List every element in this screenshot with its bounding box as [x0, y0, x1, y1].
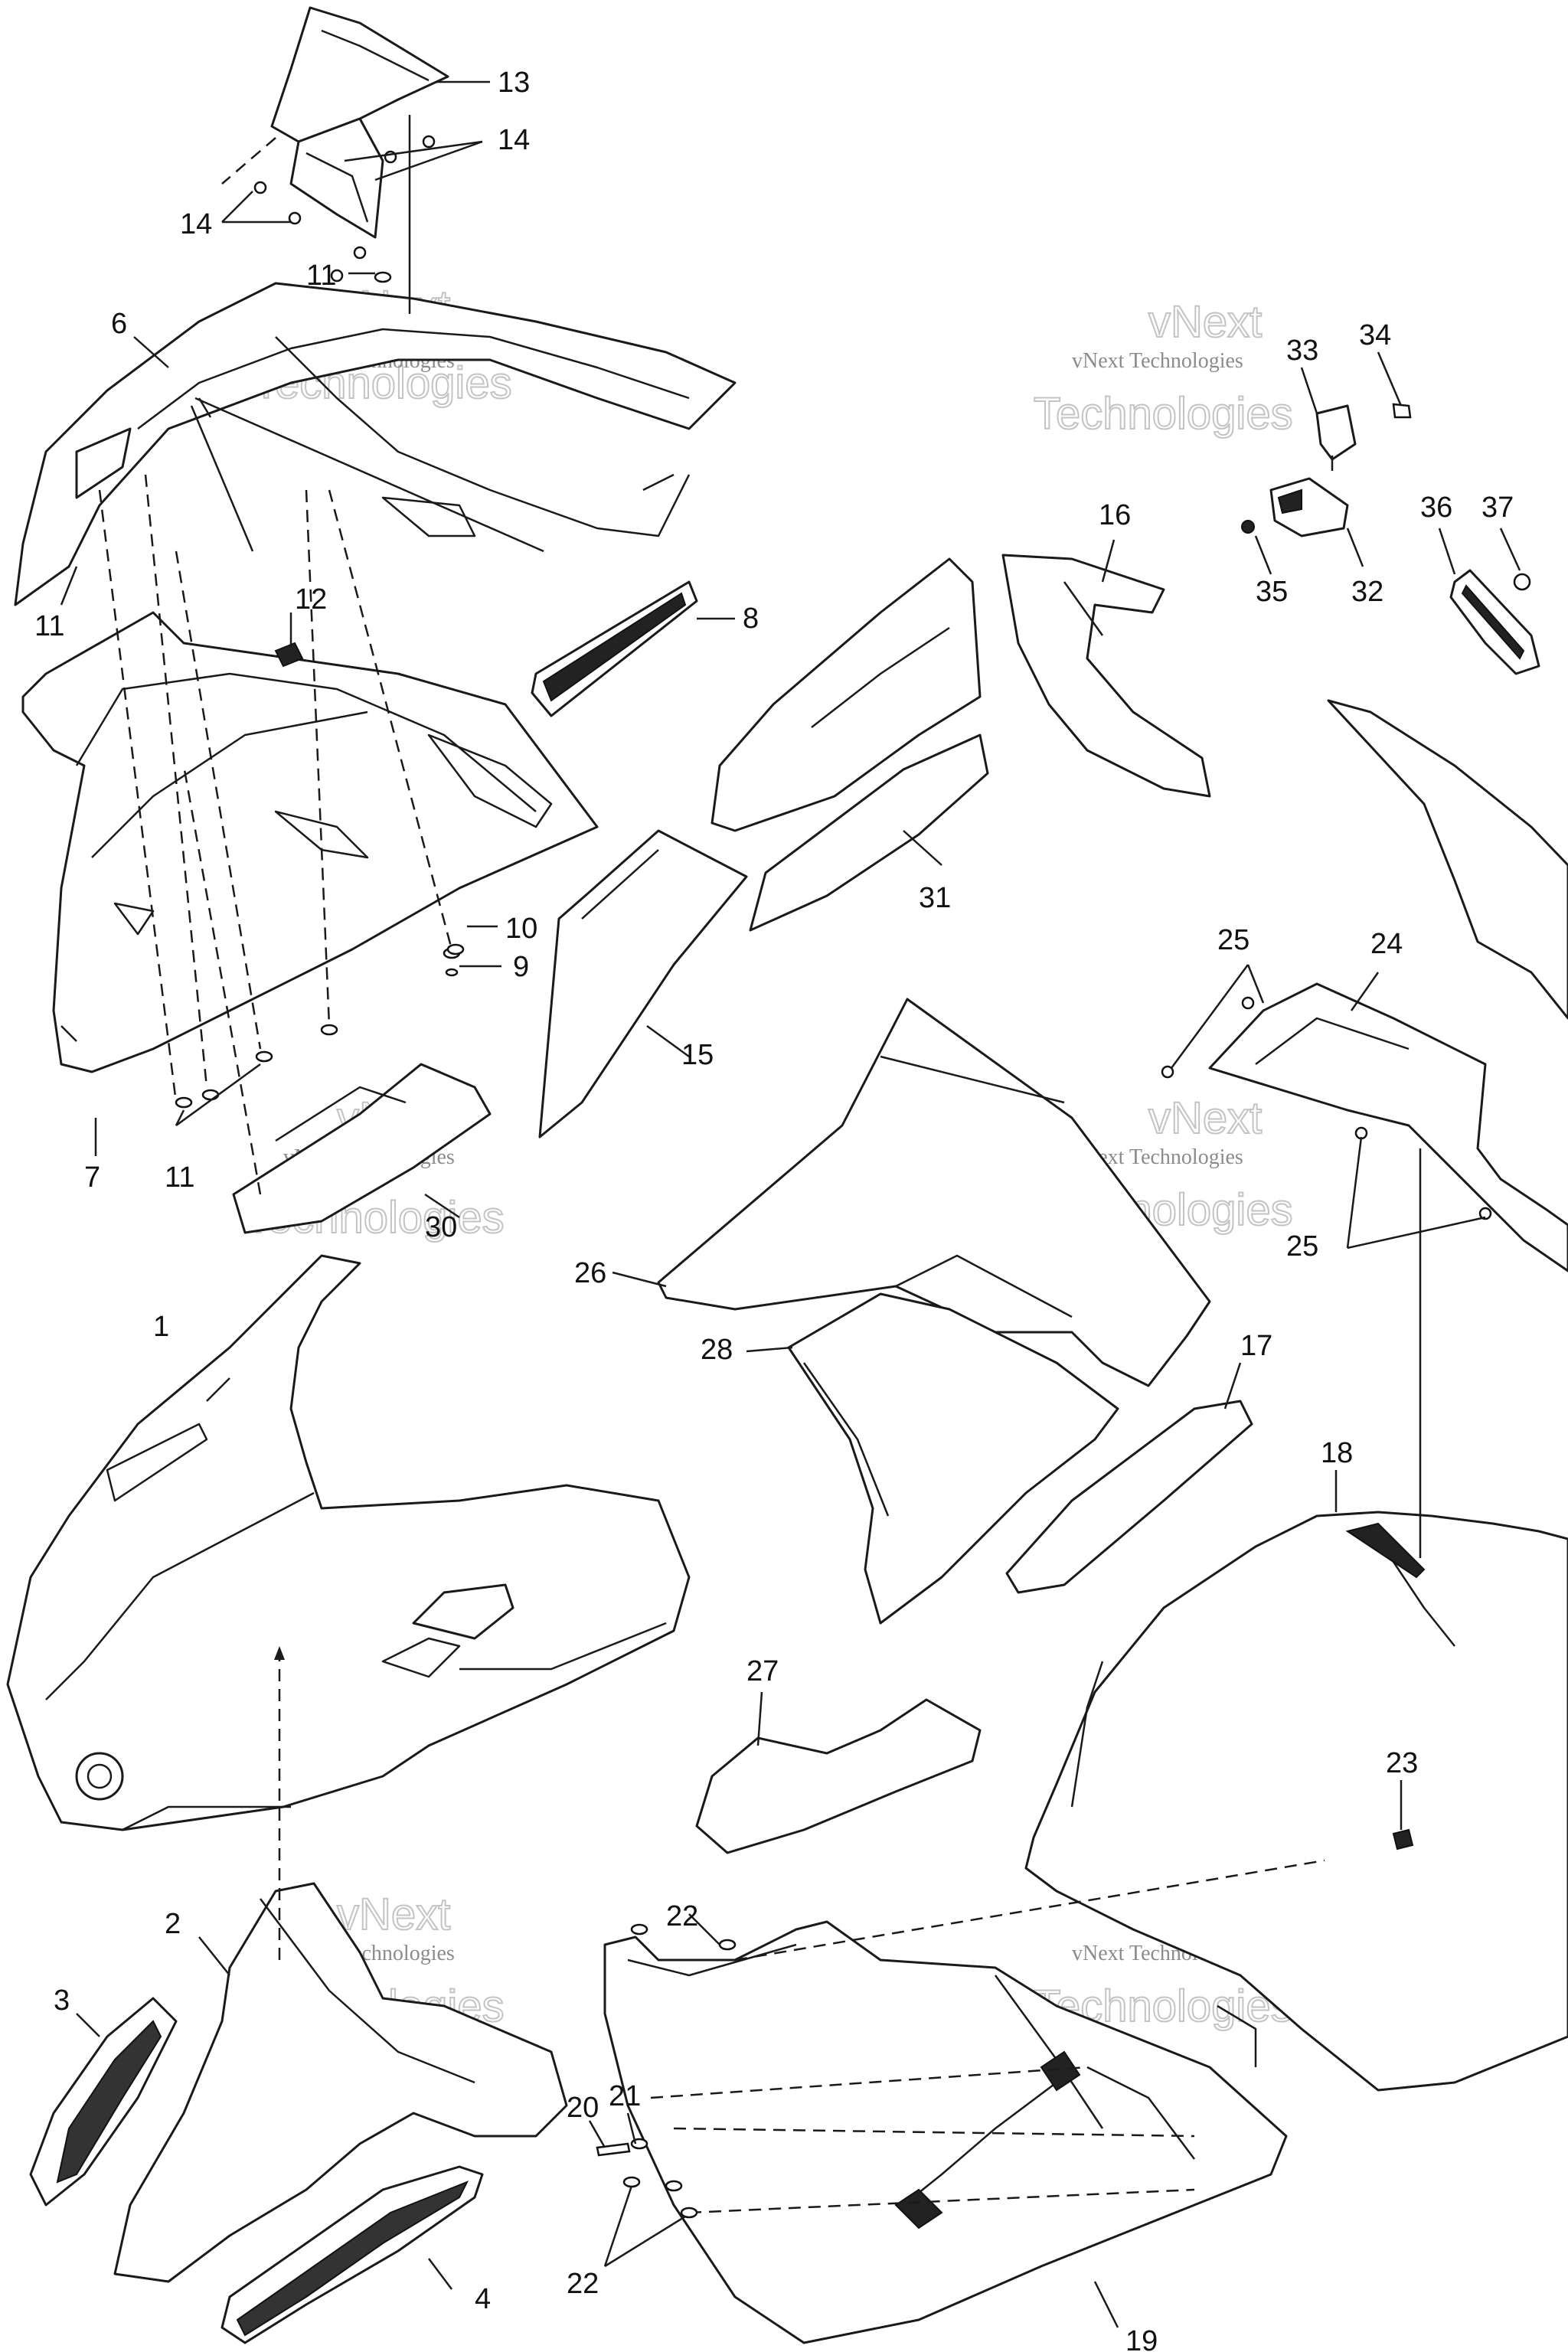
callout-8: 8 — [743, 603, 759, 635]
callout-34: 34 — [1359, 319, 1391, 351]
callout-20: 20 — [567, 2092, 599, 2124]
callout-13: 13 — [498, 67, 530, 99]
callout-12: 12 — [295, 583, 327, 616]
watermark-text-2: vNext Technologies — [1072, 349, 1243, 373]
callout-22-bottom: 22 — [567, 2268, 599, 2300]
hardware — [175, 135, 1492, 2219]
part-13-windshield-deflector — [270, 6, 449, 239]
part-7-inner-cowl — [21, 611, 599, 1073]
callout-14-left: 14 — [180, 208, 212, 240]
callout-1: 1 — [153, 1311, 169, 1343]
callout-15: 15 — [681, 1039, 714, 1071]
watermark-tech-2: Technologies — [1034, 389, 1293, 439]
part-16-side-trim — [1001, 554, 1211, 798]
part-24-trim-panel — [1208, 982, 1568, 1272]
callout-25-top: 25 — [1217, 924, 1250, 956]
part-18-side-panel — [1024, 1511, 1568, 2092]
part-right-side-panel — [1327, 699, 1568, 1020]
watermark-group: vNext Technologies vNext Technologies vN… — [244, 281, 1294, 2032]
callout-3: 3 — [54, 1984, 70, 2017]
callout-14-top: 14 — [498, 124, 530, 156]
part-27-foam-pad — [695, 1698, 982, 1854]
callout-32: 32 — [1351, 576, 1383, 608]
part-32-latch — [1241, 477, 1349, 537]
callout-4: 4 — [475, 2283, 491, 2315]
callout-7: 7 — [84, 1161, 100, 1194]
callout-26: 26 — [574, 1257, 606, 1289]
callout-31: 31 — [919, 882, 951, 914]
callout-11-top: 11 — [306, 260, 336, 292]
watermark-vnext-2: vNext — [1148, 297, 1262, 347]
callout-25-bottom: 25 — [1286, 1230, 1318, 1263]
part-12-clip — [274, 642, 304, 668]
watermark-vnext-4: vNext — [1148, 1093, 1262, 1143]
part-3-left-grille — [29, 1997, 178, 2207]
part-15-side-panel — [538, 829, 748, 1138]
callout-33: 33 — [1286, 335, 1318, 367]
part-4-right-grille — [220, 2165, 484, 2344]
callout-30: 30 — [425, 1211, 457, 1243]
leader-lines — [60, 80, 1521, 2328]
callout-11-bottom: 11 — [165, 1161, 194, 1194]
callout-16: 16 — [1099, 499, 1131, 531]
callout-23: 23 — [1386, 1747, 1418, 1779]
part-8-vent-grille — [531, 580, 698, 717]
part-17-foam-strip — [1005, 1400, 1253, 1594]
part-19-belly-panel — [603, 1920, 1288, 2344]
part-2-lower-fascia — [113, 1882, 568, 2283]
callout-28: 28 — [701, 1334, 733, 1366]
callout-19: 19 — [1125, 2325, 1158, 2352]
callout-36: 36 — [1420, 492, 1452, 524]
callout-9: 9 — [513, 951, 529, 983]
callout-10: 10 — [505, 913, 537, 945]
callout-24: 24 — [1370, 928, 1403, 960]
assembly-arrows — [190, 115, 1422, 1558]
callout-37: 37 — [1481, 492, 1514, 524]
assembly-lines — [98, 137, 1325, 2214]
watermark-vnext-5: vNext — [337, 1890, 450, 1939]
callout-6: 6 — [111, 308, 127, 340]
callout-numbers: 13 14 14 11 6 11 12 8 10 9 7 11 30 15 31… — [34, 67, 1514, 2352]
part-36-strap — [1449, 569, 1540, 675]
part-31-foam-block — [710, 557, 989, 932]
part-26-foam-panel — [657, 998, 1211, 1387]
part-6-upper-cowl — [14, 282, 737, 606]
callout-21: 21 — [609, 2080, 641, 2112]
callout-35: 35 — [1256, 576, 1288, 608]
callout-18: 18 — [1321, 1437, 1353, 1469]
part-30-foam-pad — [232, 1063, 492, 1234]
part-28-foam-frame — [787, 1292, 1119, 1625]
callout-22-top: 22 — [666, 1900, 698, 1932]
callout-27: 27 — [746, 1655, 779, 1687]
callout-2: 2 — [165, 1908, 181, 1940]
part-33-bracket — [1315, 403, 1412, 461]
callout-17: 17 — [1240, 1330, 1272, 1362]
callout-11-left: 11 — [34, 610, 64, 642]
part-1-front-fascia — [6, 1254, 691, 1831]
